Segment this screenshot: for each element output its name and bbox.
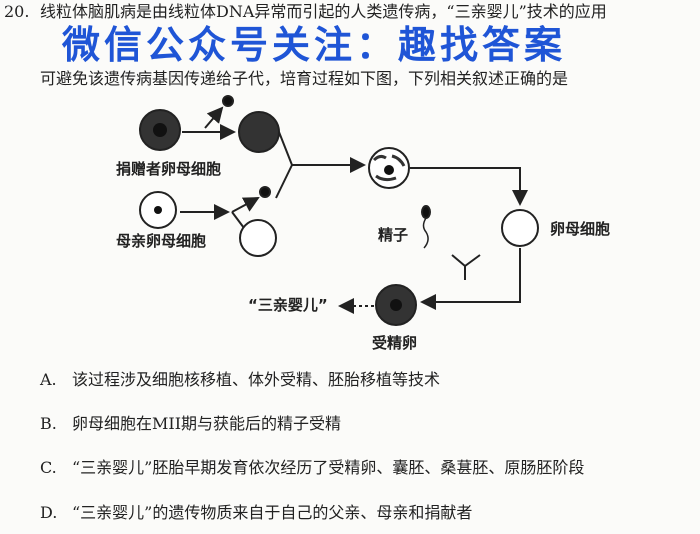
label-donor-oocyte: 捐赠者卵母细胞 <box>116 160 222 178</box>
option-letter: B. <box>40 414 57 433</box>
option-letter: D. <box>40 503 58 522</box>
option-letter: C. <box>40 458 57 477</box>
option-letter: A. <box>40 370 57 389</box>
option-text: “三亲婴儿”胚胎早期发育依次经历了受精卵、囊胚、桑葚胚、原肠胚阶段 <box>72 458 585 477</box>
label-zygote: 受精卵 <box>372 334 418 352</box>
question-number: 20. <box>4 2 30 21</box>
question-line-1: 线粒体脑肌病是由线粒体DNA异常而引起的人类遗传病，“三亲婴儿”技术的应用 <box>40 2 607 21</box>
mother-cell-remnant <box>239 219 277 257</box>
donor-nucleus-dot <box>222 95 234 107</box>
option-text: 卵母细胞在MII期与获能后的精子受精 <box>72 414 342 433</box>
label-oocyte: 卵母细胞 <box>550 220 611 238</box>
question-line-2: 可避免该遗传病基因传递给子代，培育过程如下图，下列相关叙述正确的是 <box>40 69 569 88</box>
oocyte-cell <box>501 209 539 247</box>
sperm-icon <box>421 205 431 219</box>
label-sperm: 精子 <box>378 226 409 244</box>
option-text: “三亲婴儿”的遗传物质来自于自己的父亲、母亲和捐献者 <box>72 503 473 522</box>
option-text: 该过程涉及细胞核移植、体外受精、胚胎移植等技术 <box>72 370 441 389</box>
enucleated-donor-cell <box>238 111 280 153</box>
watermark: 微信公众号关注：趣找答案 <box>62 23 567 67</box>
label-mother-oocyte: 母亲卵母细胞 <box>116 232 207 250</box>
mother-nucleus-dot <box>259 186 271 198</box>
label-baby: “三亲婴儿” <box>248 296 328 314</box>
